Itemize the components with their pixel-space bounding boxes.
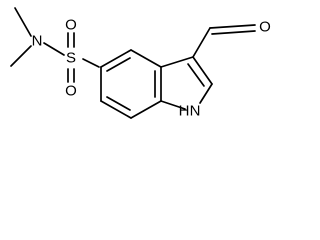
bond-c7a-c7 [130, 100, 162, 119]
atom-label-indole-hydrogen: H [179, 103, 190, 120]
bond-c5-c4 [100, 49, 132, 68]
bond-cho-o-a [209, 24, 256, 29]
bond-c4-c3a [130, 49, 162, 68]
atom-labels: N S O O O N H [32, 17, 271, 120]
bond-c7-c6 [100, 100, 132, 119]
bond-s-c5 [82, 58, 100, 68]
atom-label-sulfonyl-oxygen-top: O [65, 17, 77, 34]
bond-c3-c2 [192, 56, 213, 85]
bond-n1-c7a [160, 100, 186, 110]
bond-cho-o-b [211, 30, 256, 35]
bond-inner-c7-c6 [106, 96, 131, 111]
atom-label-indole-nitrogen: N [190, 103, 201, 120]
bond-inner-c3-c2 [187, 63, 205, 87]
atom-label-sulfur: S [66, 50, 76, 67]
bond-n-s [43, 42, 65, 56]
bond-inner-c5-c4 [106, 57, 131, 72]
bond-c2-n1 [199, 83, 213, 104]
atom-label-sulfonyl-oxygen-bottom: O [65, 83, 77, 100]
atom-label-amine-nitrogen: N [32, 33, 43, 50]
molecule-structure-diagram: N S O O O N H [10, 7, 271, 120]
bond-n-methyl-lower [10, 45, 32, 67]
bond-n-methyl-upper [14, 7, 32, 37]
bond-c3-cho [192, 27, 211, 58]
bonds [10, 7, 256, 119]
atom-label-aldehyde-oxygen: O [259, 19, 271, 36]
bond-c3a-c3 [160, 56, 194, 68]
